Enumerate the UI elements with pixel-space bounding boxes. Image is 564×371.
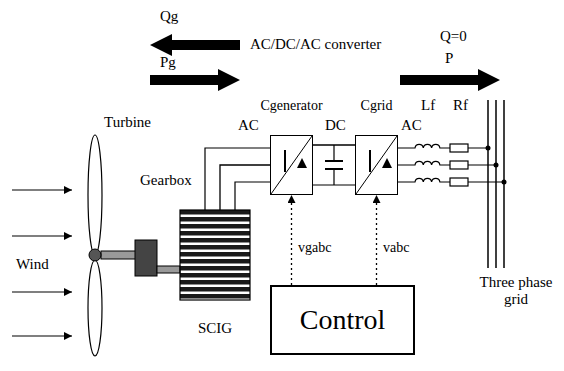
capacitor-lead (333, 145, 334, 161)
turbine-shaft (101, 251, 137, 259)
wind-arrow (12, 235, 72, 236)
node-label: Cgrid (361, 98, 393, 113)
igbt-symbol (369, 150, 371, 172)
resistor-symbol (450, 178, 468, 186)
wind-arrow (12, 335, 72, 336)
part-label: AC (401, 117, 422, 134)
grid-power-arrow (400, 69, 500, 91)
turbine-blade (88, 260, 102, 356)
generator-body (180, 210, 250, 300)
generator-shaft (157, 266, 180, 273)
signal-name: vgabc (297, 240, 332, 255)
wind-arrow (12, 291, 72, 292)
resistor-symbol (450, 161, 468, 169)
diode-symbol (297, 158, 307, 168)
signal-name: vabc (382, 240, 410, 255)
part-label: Wind (16, 256, 49, 273)
turbine-blade (88, 135, 102, 255)
converter-diagonal (271, 136, 312, 194)
part-label: DC (325, 117, 346, 134)
generator: SCIG (178, 210, 252, 336)
part-label: Pg (160, 54, 176, 71)
node-label: Control (300, 305, 386, 336)
part-label: Q=0 (440, 28, 467, 45)
junction-dot (502, 180, 507, 185)
reactive-power-arrow (150, 34, 240, 56)
turbine-hub (89, 249, 101, 261)
part-label: Gearbox (140, 172, 192, 189)
part-label: AC (238, 117, 259, 134)
junction-dot (494, 163, 499, 168)
phase-wire (398, 161, 496, 165)
generator-converter: Cgenerator (270, 135, 313, 195)
capacitor-lead (333, 169, 334, 185)
junction-dot (486, 146, 491, 151)
capacitor-plate (325, 160, 343, 162)
grid-converter: Cgrid (355, 135, 398, 195)
stator-wire (235, 182, 270, 210)
wind-arrow (12, 189, 72, 190)
stator-wire (205, 148, 270, 210)
active-power-arrow (150, 69, 240, 91)
gearbox (135, 240, 157, 276)
control-signal (291, 195, 292, 285)
dc-link-rail (313, 144, 355, 145)
node-label: SCIG (198, 320, 232, 337)
part-label: AC/DC/AC converter (250, 36, 381, 53)
part-label: Three phase grid (472, 274, 560, 307)
control-signal (376, 195, 377, 285)
igbt-symbol (284, 150, 286, 172)
grid-line (495, 100, 497, 268)
part-label: Turbine (104, 114, 151, 131)
capacitor-plate (325, 168, 343, 170)
part-label: P (445, 50, 453, 67)
grid-line (487, 100, 489, 268)
phase-wire (398, 144, 488, 148)
stator-wire (220, 165, 270, 210)
part-label: Lf (421, 97, 435, 114)
part-label: Qg (160, 8, 178, 25)
diode-symbol (382, 158, 392, 168)
converter-diagonal (356, 136, 397, 194)
control-box: Control (270, 285, 415, 355)
resistor-symbol (450, 144, 468, 152)
part-label: Rf (453, 97, 468, 114)
node-label: Cgenerator (260, 98, 322, 113)
